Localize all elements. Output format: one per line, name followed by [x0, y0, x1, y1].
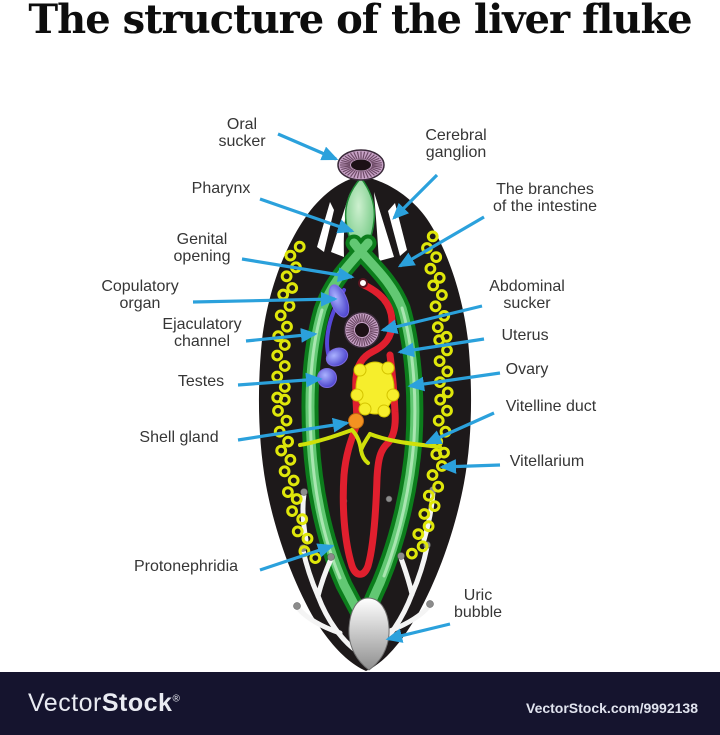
label-ovary: Ovary: [505, 361, 549, 378]
label-abdominal-sucker: Abdominal sucker: [489, 278, 565, 312]
arrow-ejaculatory-channel: [245, 328, 318, 343]
abdominal-sucker-shape: [343, 311, 381, 349]
arrow-pharynx: [259, 197, 355, 234]
label-branches-intestine: The branches of the intestine: [492, 181, 598, 215]
page-title: The structure of the liver fluke: [28, 0, 692, 43]
arrow-shell-gland: [237, 417, 350, 442]
arrow-branches-intestine: [397, 215, 485, 268]
uric-bubble-shape: [348, 597, 390, 671]
label-protonephridia: Protonephridia: [133, 558, 239, 575]
label-genital-opening: Genital opening: [173, 231, 231, 265]
arrow-cerebral-ganglion: [392, 173, 439, 220]
arrow-uric-bubble: [385, 622, 451, 643]
watermark-footer: VectorStock® VectorStock.com/9992138: [0, 672, 720, 735]
arrow-oral-sucker: [277, 132, 339, 161]
vectorstock-logo: VectorStock®: [28, 689, 180, 718]
arrow-abdominal-sucker: [380, 304, 483, 334]
ovary-shape: [350, 361, 400, 418]
registered-mark: ®: [172, 693, 181, 705]
pointer-arrows: [192, 132, 501, 643]
arrow-genital-opening: [241, 257, 355, 282]
arrow-protonephridia: [259, 543, 335, 572]
logo-stock-text: Stock: [101, 689, 173, 717]
watermark-url: VectorStock.com/9992138: [526, 700, 698, 716]
vitellarium-left: [271, 240, 322, 564]
arrow-testes: [237, 372, 323, 388]
label-oral-sucker: Oral sucker: [218, 116, 266, 150]
oral-sucker-shape: [337, 149, 385, 181]
genital-opening-shape: [358, 278, 368, 288]
label-testes: Testes: [177, 373, 225, 390]
arrow-copulatory-organ: [192, 291, 338, 307]
label-vitellarium: Vitellarium: [509, 453, 585, 470]
arrow-vitelline-duct: [424, 411, 495, 445]
uterus-shape: [339, 280, 399, 578]
label-uric-bubble: Uric bubble: [453, 587, 503, 621]
label-copulatory-organ: Copulatory organ: [101, 278, 179, 312]
label-uterus: Uterus: [501, 327, 549, 344]
arrow-ovary: [407, 371, 501, 392]
label-ejaculatory-channel: Ejaculatory channel: [162, 316, 242, 350]
label-cerebral-ganglion: Cerebral ganglion: [425, 127, 487, 161]
label-shell-gland: Shell gland: [139, 429, 219, 446]
label-pharynx: Pharynx: [191, 180, 251, 197]
logo-vector-text: Vector: [28, 689, 102, 717]
shell-gland-shape: [348, 413, 364, 429]
arrow-uterus: [397, 337, 485, 358]
label-vitelline-duct: Vitelline duct: [505, 398, 597, 415]
arrow-vitellarium: [439, 459, 501, 474]
